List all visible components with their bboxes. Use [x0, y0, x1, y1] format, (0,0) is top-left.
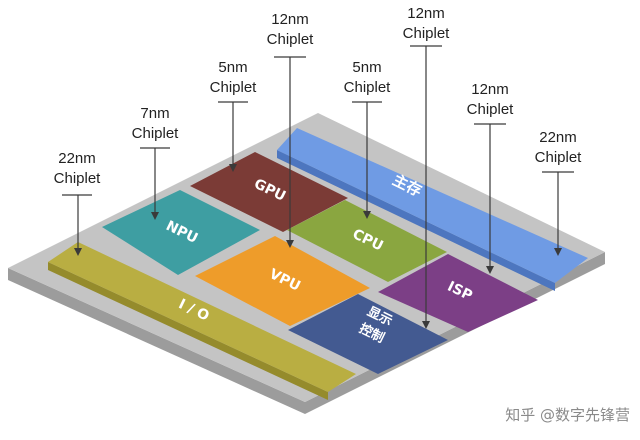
callout-display-chiplet: Chiplet: [403, 25, 451, 42]
arrow-io-icon: [74, 248, 82, 256]
callout-isp-size: 12nm: [471, 81, 509, 98]
cpu-block: [287, 200, 447, 282]
memory-block-side: [277, 150, 555, 291]
callout-memory-chiplet: Chiplet: [535, 149, 583, 166]
arrow-isp-icon: [486, 266, 494, 274]
npu-block: [102, 190, 260, 275]
callout-npu-chiplet: Chiplet: [132, 125, 180, 142]
vpu-block: [195, 236, 370, 326]
arrow-npu-icon: [151, 212, 159, 220]
callout-cpu-chiplet: Chiplet: [344, 79, 392, 96]
isp-block: [378, 254, 538, 332]
callout-vpu-size: 12nm: [271, 11, 309, 28]
substrate-side: [8, 252, 605, 414]
callout-io-size: 22nm: [58, 150, 96, 167]
watermark: 知乎 @数字先锋营: [505, 406, 630, 424]
io-block-side: [48, 262, 328, 400]
display-control-block: [288, 294, 448, 374]
callout-io-chiplet: Chiplet: [54, 170, 102, 187]
callout-memory-size: 22nm: [539, 129, 577, 146]
callout-gpu-chiplet: Chiplet: [210, 79, 258, 96]
callout-npu-size: 7nm: [140, 105, 169, 122]
arrow-vpu-icon: [286, 240, 294, 248]
arrow-cpu-icon: [363, 211, 371, 219]
gpu-block: [190, 152, 348, 232]
io-block: [48, 242, 356, 392]
callout-isp-chiplet: Chiplet: [467, 101, 515, 118]
callout-gpu-size: 5nm: [218, 59, 247, 76]
callout-vpu-chiplet: Chiplet: [267, 31, 315, 48]
callout-display-size: 12nm: [407, 5, 445, 22]
callout-lines: [62, 45, 574, 329]
arrow-gpu-icon: [229, 164, 237, 172]
arrow-display-icon: [422, 321, 430, 329]
callout-cpu-size: 5nm: [352, 59, 381, 76]
memory-block: [277, 128, 588, 283]
arrow-memory-icon: [554, 248, 562, 256]
